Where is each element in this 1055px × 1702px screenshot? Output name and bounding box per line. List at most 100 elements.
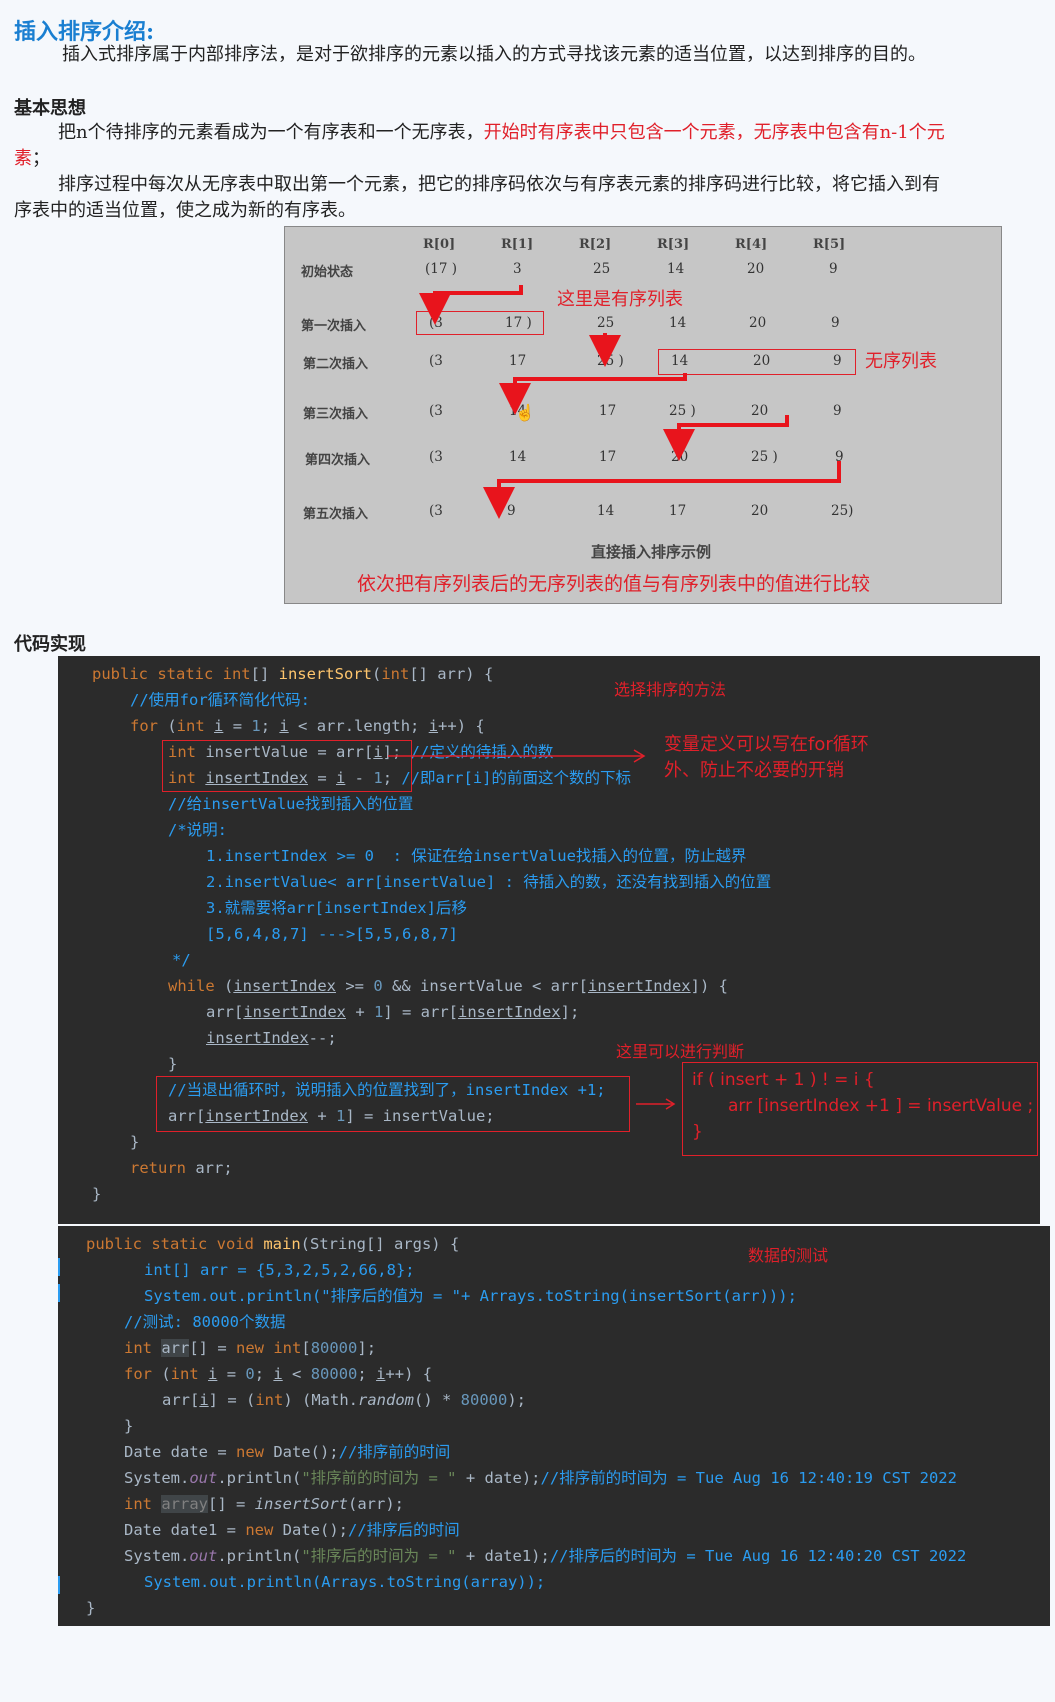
code-heading: 代码实现 bbox=[14, 634, 86, 655]
code-line: for (int i = 1; i < arr.length; i++) { bbox=[130, 717, 485, 735]
idea-p1-punct: ； bbox=[32, 148, 50, 169]
cell: (3 bbox=[429, 503, 443, 519]
code-line: 3.就需要将arr[insertIndex]后移 bbox=[206, 899, 467, 917]
col-header: R[4] bbox=[735, 237, 768, 252]
cell: 9 bbox=[835, 449, 844, 465]
cell: 14 bbox=[669, 315, 687, 331]
ordered-box bbox=[416, 311, 544, 335]
code-line: arr[i] = (int) (Math.random() * 80000); bbox=[162, 1391, 527, 1409]
code-line: Date date = new Date();//排序前的时间 bbox=[124, 1443, 451, 1461]
code-line: } bbox=[168, 1055, 178, 1073]
if-line-1: if ( insert + 1 ) ! = i { bbox=[692, 1070, 875, 1090]
cell: 17 ) bbox=[505, 315, 532, 331]
hand-cursor-icon: ☝ bbox=[515, 403, 535, 422]
section-title: 插入排序介绍: bbox=[14, 19, 155, 45]
cell: 14 bbox=[667, 261, 685, 277]
cell: 9 bbox=[831, 315, 840, 331]
code-line: } bbox=[124, 1417, 134, 1435]
code-line: //测试: 80000个数据 bbox=[124, 1313, 286, 1331]
col-header: R[5] bbox=[813, 237, 846, 252]
cell: 20 bbox=[751, 503, 769, 519]
idea-paragraph-1-end: 素； bbox=[14, 146, 50, 172]
idea-p1-highlight: 开始时有序表中只包含一个元素，无序表中包含有n-1个元 bbox=[483, 122, 945, 143]
cell: 25 bbox=[593, 261, 611, 277]
if-suggestion-box bbox=[682, 1062, 1038, 1156]
cell: 9 bbox=[829, 261, 838, 277]
final-assign-box bbox=[156, 1076, 630, 1132]
cell: 9 bbox=[833, 403, 842, 419]
code-arrows bbox=[388, 749, 676, 1110]
code-line: System.out.println("排序后的值为 = "+ Arrays.t… bbox=[144, 1287, 797, 1305]
code-line: Date date1 = new Date();//排序后的时间 bbox=[124, 1521, 460, 1539]
gutter-mark bbox=[58, 1576, 60, 1594]
code-line: public static void main(String[] args) { bbox=[86, 1235, 460, 1253]
col-header: R[2] bbox=[579, 237, 612, 252]
idea-paragraph-2-end: 序表中的适当位置，使之成为新的有序表。 bbox=[14, 200, 356, 221]
code-line: System.out.println("排序前的时间为 = " + date);… bbox=[124, 1469, 957, 1487]
test-note: 数据的测试 bbox=[748, 1246, 829, 1265]
code-line: arr[insertIndex + 1] = arr[insertIndex]; bbox=[206, 1003, 580, 1021]
cell: 17 bbox=[669, 503, 687, 519]
row-label: 第一次插入 bbox=[301, 319, 367, 334]
cell: 20 bbox=[751, 403, 769, 419]
cell: 25 bbox=[597, 315, 615, 331]
if-line-3: } bbox=[692, 1122, 703, 1142]
idea-p1-text: 把n个待排序的元素看成为一个有序表和一个无序表， bbox=[58, 122, 484, 143]
arrows-overlay bbox=[419, 285, 841, 519]
code-line: while (insertIndex >= 0 && insertValue <… bbox=[168, 977, 728, 995]
code-line: System.out.println("排序后的时间为 = " + date1)… bbox=[124, 1547, 967, 1565]
var-box bbox=[162, 740, 412, 792]
code-line: } bbox=[130, 1133, 140, 1151]
diagram-bottom-note: 依次把有序列表后的无序列表的值与有序列表中的值进行比较 bbox=[357, 573, 871, 595]
cell: (3 bbox=[429, 353, 443, 369]
cell: 17 bbox=[599, 403, 617, 419]
code-line: int array[] = insertSort(arr); bbox=[124, 1495, 405, 1513]
code-line: 2.insertValue< arr[insertValue] : 待插入的数，… bbox=[206, 873, 772, 891]
if-line-2: arr [insertIndex +1 ] = insertValue ; bbox=[728, 1096, 1034, 1116]
unordered-box bbox=[658, 349, 856, 375]
code-line: //当退出循环时，说明插入的位置找到了，insertIndex +1; bbox=[168, 1081, 606, 1099]
code-line: public static int[] insertSort(int[] arr… bbox=[92, 665, 494, 683]
cell: 20 bbox=[753, 353, 771, 369]
cell: 25 ) bbox=[669, 403, 696, 419]
intro-text: 插入式排序属于内部排序法，是对于欲排序的元素以插入的方式寻找该元素的适当位置，以… bbox=[62, 44, 926, 65]
col-header: R[0] bbox=[423, 237, 456, 252]
col-header: R[1] bbox=[501, 237, 534, 252]
cell: 20 bbox=[747, 261, 765, 277]
code-line: //使用for循环简化代码: bbox=[130, 691, 310, 709]
row-label: 第三次插入 bbox=[303, 407, 369, 422]
cell: 25) bbox=[831, 503, 854, 519]
cell: 17 bbox=[599, 449, 617, 465]
code-line: insertIndex--; bbox=[206, 1029, 337, 1047]
code-block-main: public static void main(String[] args) {… bbox=[58, 1226, 1050, 1626]
row-label: 第四次插入 bbox=[305, 453, 371, 468]
code-line: 1.insertIndex >= 0 : 保证在给insertValue找插入的… bbox=[206, 847, 747, 865]
col-header: R[3] bbox=[657, 237, 690, 252]
code-line: [5,6,4,8,7] --->[5,5,6,8,7] bbox=[206, 925, 458, 943]
insertion-sort-diagram: R[0] R[1] R[2] R[3] R[4] R[5] 初始状态 (17 )… bbox=[284, 226, 1002, 604]
cell: 14 bbox=[597, 503, 615, 519]
code-line: } bbox=[92, 1185, 102, 1203]
cell: 17 bbox=[509, 353, 527, 369]
code-line: int arr[] = new int[80000]; bbox=[124, 1339, 377, 1357]
idea-paragraph-2: 排序过程中每次从无序表中取出第一个元素，把它的排序码依次与有序表元素的排序码进行… bbox=[58, 174, 940, 195]
code-line: } bbox=[86, 1599, 96, 1617]
row-label: 初始状态 bbox=[301, 265, 354, 280]
code-line: System.out.println(Arrays.toString(array… bbox=[144, 1573, 546, 1591]
row-label: 第二次插入 bbox=[303, 357, 369, 372]
cell: 14 bbox=[671, 353, 689, 369]
cell: (3 bbox=[429, 449, 443, 465]
ordered-note: 这里是有序列表 bbox=[557, 289, 683, 310]
code-line: /*说明: bbox=[168, 821, 227, 839]
gutter-mark bbox=[58, 1284, 60, 1302]
diagram-caption: 直接插入排序示例 bbox=[591, 543, 712, 561]
code-block-insertsort: public static int[] insertSort(int[] arr… bbox=[58, 656, 1040, 1224]
code-line: //给insertValue找到插入的位置 bbox=[168, 795, 414, 813]
code-line: int[] arr = {5,3,2,5,2,66,8}; bbox=[144, 1261, 415, 1279]
idea-paragraph-1: 把n个待排序的元素看成为一个有序表和一个无序表，开始时有序表中只包含一个元素，无… bbox=[58, 120, 945, 146]
code-line: int insertIndex = i - 1; //即arr[i]的前面这个数… bbox=[168, 769, 632, 787]
code-line: return arr; bbox=[130, 1159, 233, 1177]
judge-note: 这里可以进行判断 bbox=[616, 1042, 745, 1061]
var-note-1: 变量定义可以写在for循环 bbox=[664, 734, 869, 755]
code-line: */ bbox=[172, 951, 191, 969]
